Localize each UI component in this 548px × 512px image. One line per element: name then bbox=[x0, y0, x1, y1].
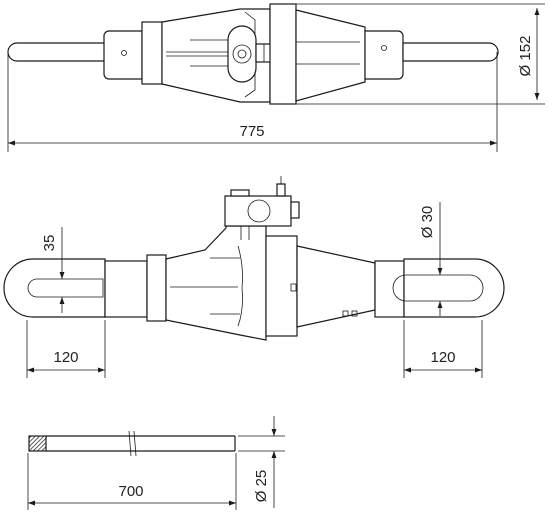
top-left-collar bbox=[141, 21, 163, 85]
top-left-clamp bbox=[103, 30, 143, 80]
left-eye-length-label: 120 bbox=[53, 349, 78, 366]
side-right-flange bbox=[265, 235, 298, 337]
top-right-clamp bbox=[364, 30, 404, 80]
side-left-eye bbox=[3, 258, 106, 318]
eye-diameter-label: Ø 30 bbox=[419, 206, 436, 239]
top-view: Ø 152 775 bbox=[7, 3, 545, 152]
bar-view: 700 Ø 25 bbox=[27, 416, 285, 510]
side-right-eye bbox=[392, 258, 505, 318]
side-right-adapter bbox=[374, 260, 405, 318]
bar-diameter-dimension: Ø 25 bbox=[238, 416, 285, 508]
side-right-cylinder bbox=[296, 245, 376, 328]
side-adjusting-screw bbox=[224, 176, 300, 240]
right-eye-length-label: 120 bbox=[430, 349, 455, 366]
side-left-collar bbox=[146, 254, 167, 322]
top-diameter-dimension: Ø 152 bbox=[296, 3, 545, 105]
side-view: 35 Ø 30 120 120 bbox=[3, 176, 505, 378]
eye-height-dimension: 35 bbox=[41, 227, 65, 313]
top-right-body bbox=[295, 9, 366, 102]
top-length-dimension: 775 bbox=[7, 52, 498, 152]
eye-diameter-dimension: Ø 30 bbox=[419, 202, 443, 316]
bar-length-dimension: 700 bbox=[27, 453, 237, 510]
overall-length-label: 775 bbox=[239, 123, 264, 140]
eye-height-label: 35 bbox=[41, 235, 58, 252]
side-flange-slot bbox=[290, 283, 297, 292]
left-eye-length-dimension: 120 bbox=[26, 320, 106, 378]
right-eye-length-dimension: 120 bbox=[403, 320, 483, 378]
top-right-flange bbox=[269, 3, 297, 105]
handle-bar bbox=[28, 430, 236, 457]
top-left-rod bbox=[7, 42, 106, 62]
bar-diameter-label: Ø 25 bbox=[253, 470, 270, 503]
side-tapered-body bbox=[165, 225, 267, 341]
top-right-rod bbox=[402, 42, 499, 62]
bar-length-label: 700 bbox=[118, 483, 143, 500]
body-diameter-label: Ø 152 bbox=[517, 36, 534, 77]
top-adjusting-hub bbox=[227, 25, 283, 83]
side-left-adapter bbox=[104, 260, 148, 318]
